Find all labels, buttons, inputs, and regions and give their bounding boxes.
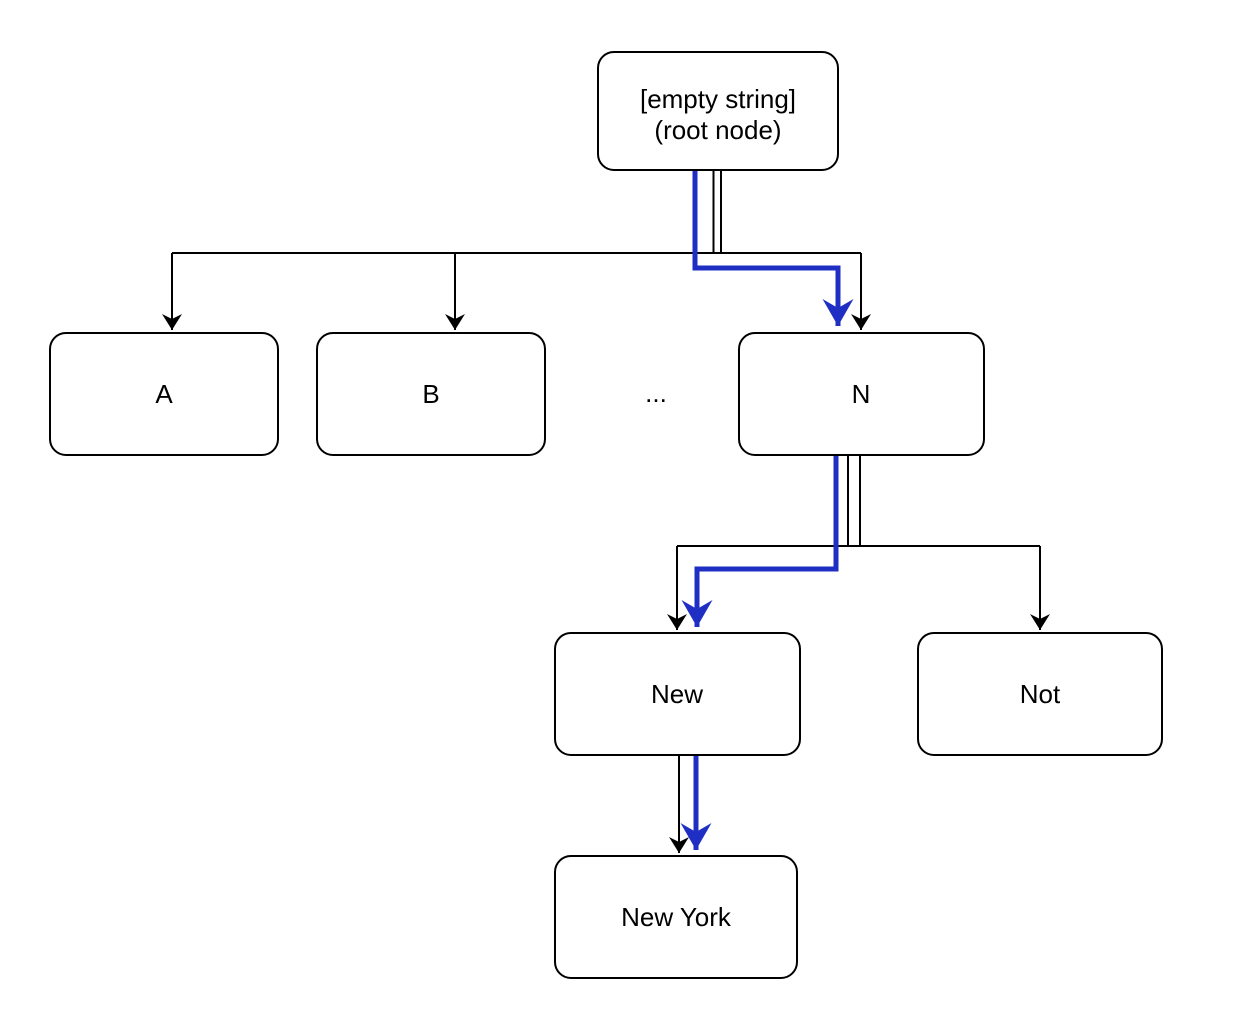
nodes: [empty string] (root node) A B ... N New… <box>49 51 1163 979</box>
node-root: [empty string] (root node) <box>597 51 839 171</box>
node-new-label: New <box>651 679 703 709</box>
node-a-label: A <box>155 379 173 409</box>
node-n-box <box>738 332 985 456</box>
node-not: Not <box>917 632 1163 756</box>
node-root-label-line1: [empty string] <box>640 84 796 114</box>
node-new-york-label: New York <box>621 902 732 932</box>
node-a: A <box>49 332 279 456</box>
node-n-label: N <box>852 379 871 409</box>
node-a-box <box>49 332 279 456</box>
highlight-root-to-n <box>692 170 854 326</box>
ellipsis-label: ... <box>645 378 667 408</box>
node-new-york: New York <box>554 855 798 979</box>
node-b: B <box>316 332 546 456</box>
node-not-box <box>917 632 1163 756</box>
node-new: New <box>554 632 801 756</box>
node-new-york-box <box>554 855 798 979</box>
node-b-label: B <box>422 379 439 409</box>
node-root-label-line2: (root node) <box>654 115 781 145</box>
node-new-box <box>554 632 801 756</box>
highlight-n-to-new <box>681 455 839 627</box>
node-not-label: Not <box>1020 679 1061 709</box>
edges-highlighted <box>680 170 854 850</box>
node-root-box <box>597 51 839 171</box>
edges-black <box>162 170 1050 853</box>
node-n: N <box>738 332 985 456</box>
node-b-box <box>316 332 546 456</box>
